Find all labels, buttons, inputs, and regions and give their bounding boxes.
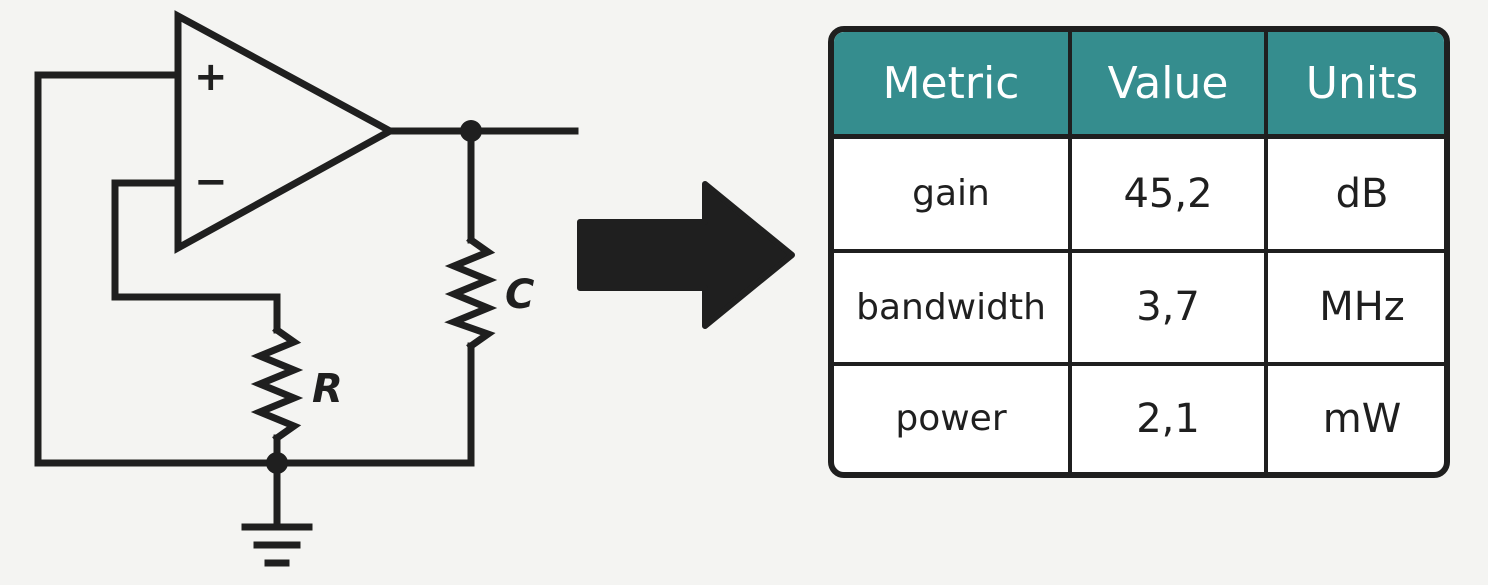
header-metric: Metric	[834, 32, 1072, 139]
table-row: power 2,1 mW	[834, 363, 1444, 472]
arrow-shape	[577, 181, 795, 329]
table-row: bandwidth 3,7 MHz	[834, 250, 1444, 366]
metric-cell: power	[834, 363, 1072, 472]
minus-input-wire	[111, 179, 281, 334]
value-cell: 2,1	[1070, 363, 1268, 472]
metrics-table: Metric Value Units gain 45,2 dB bandwidt…	[828, 26, 1450, 478]
opamp-minus-label: −	[194, 159, 228, 205]
units-cell: MHz	[1266, 250, 1444, 366]
resistor-label: R	[312, 366, 343, 412]
capacitor-label: C	[505, 272, 534, 318]
table-header-row: Metric Value Units	[834, 32, 1444, 139]
right-arrow-icon	[577, 181, 795, 329]
plus-input-wire	[34, 71, 281, 467]
metrics-table-grid: Metric Value Units gain 45,2 dB bandwidt…	[834, 32, 1444, 472]
opamp-symbol	[174, 10, 398, 254]
header-units: Units	[1266, 32, 1444, 139]
value-cell: 45,2	[1070, 136, 1268, 253]
circuit-diagram: + − C R	[34, 10, 579, 567]
metric-cell: bandwidth	[834, 250, 1072, 366]
header-value: Value	[1070, 32, 1268, 139]
resistor-element	[250, 325, 304, 443]
ground-icon	[241, 459, 313, 567]
capacitor-element	[444, 235, 498, 351]
table-row: gain 45,2 dB	[834, 136, 1444, 253]
value-cell: 3,7	[1070, 250, 1268, 366]
metric-cell: gain	[834, 136, 1072, 253]
units-cell: mW	[1322, 395, 1402, 442]
opamp-plus-label: +	[194, 54, 228, 100]
units-cell: dB	[1266, 136, 1444, 253]
